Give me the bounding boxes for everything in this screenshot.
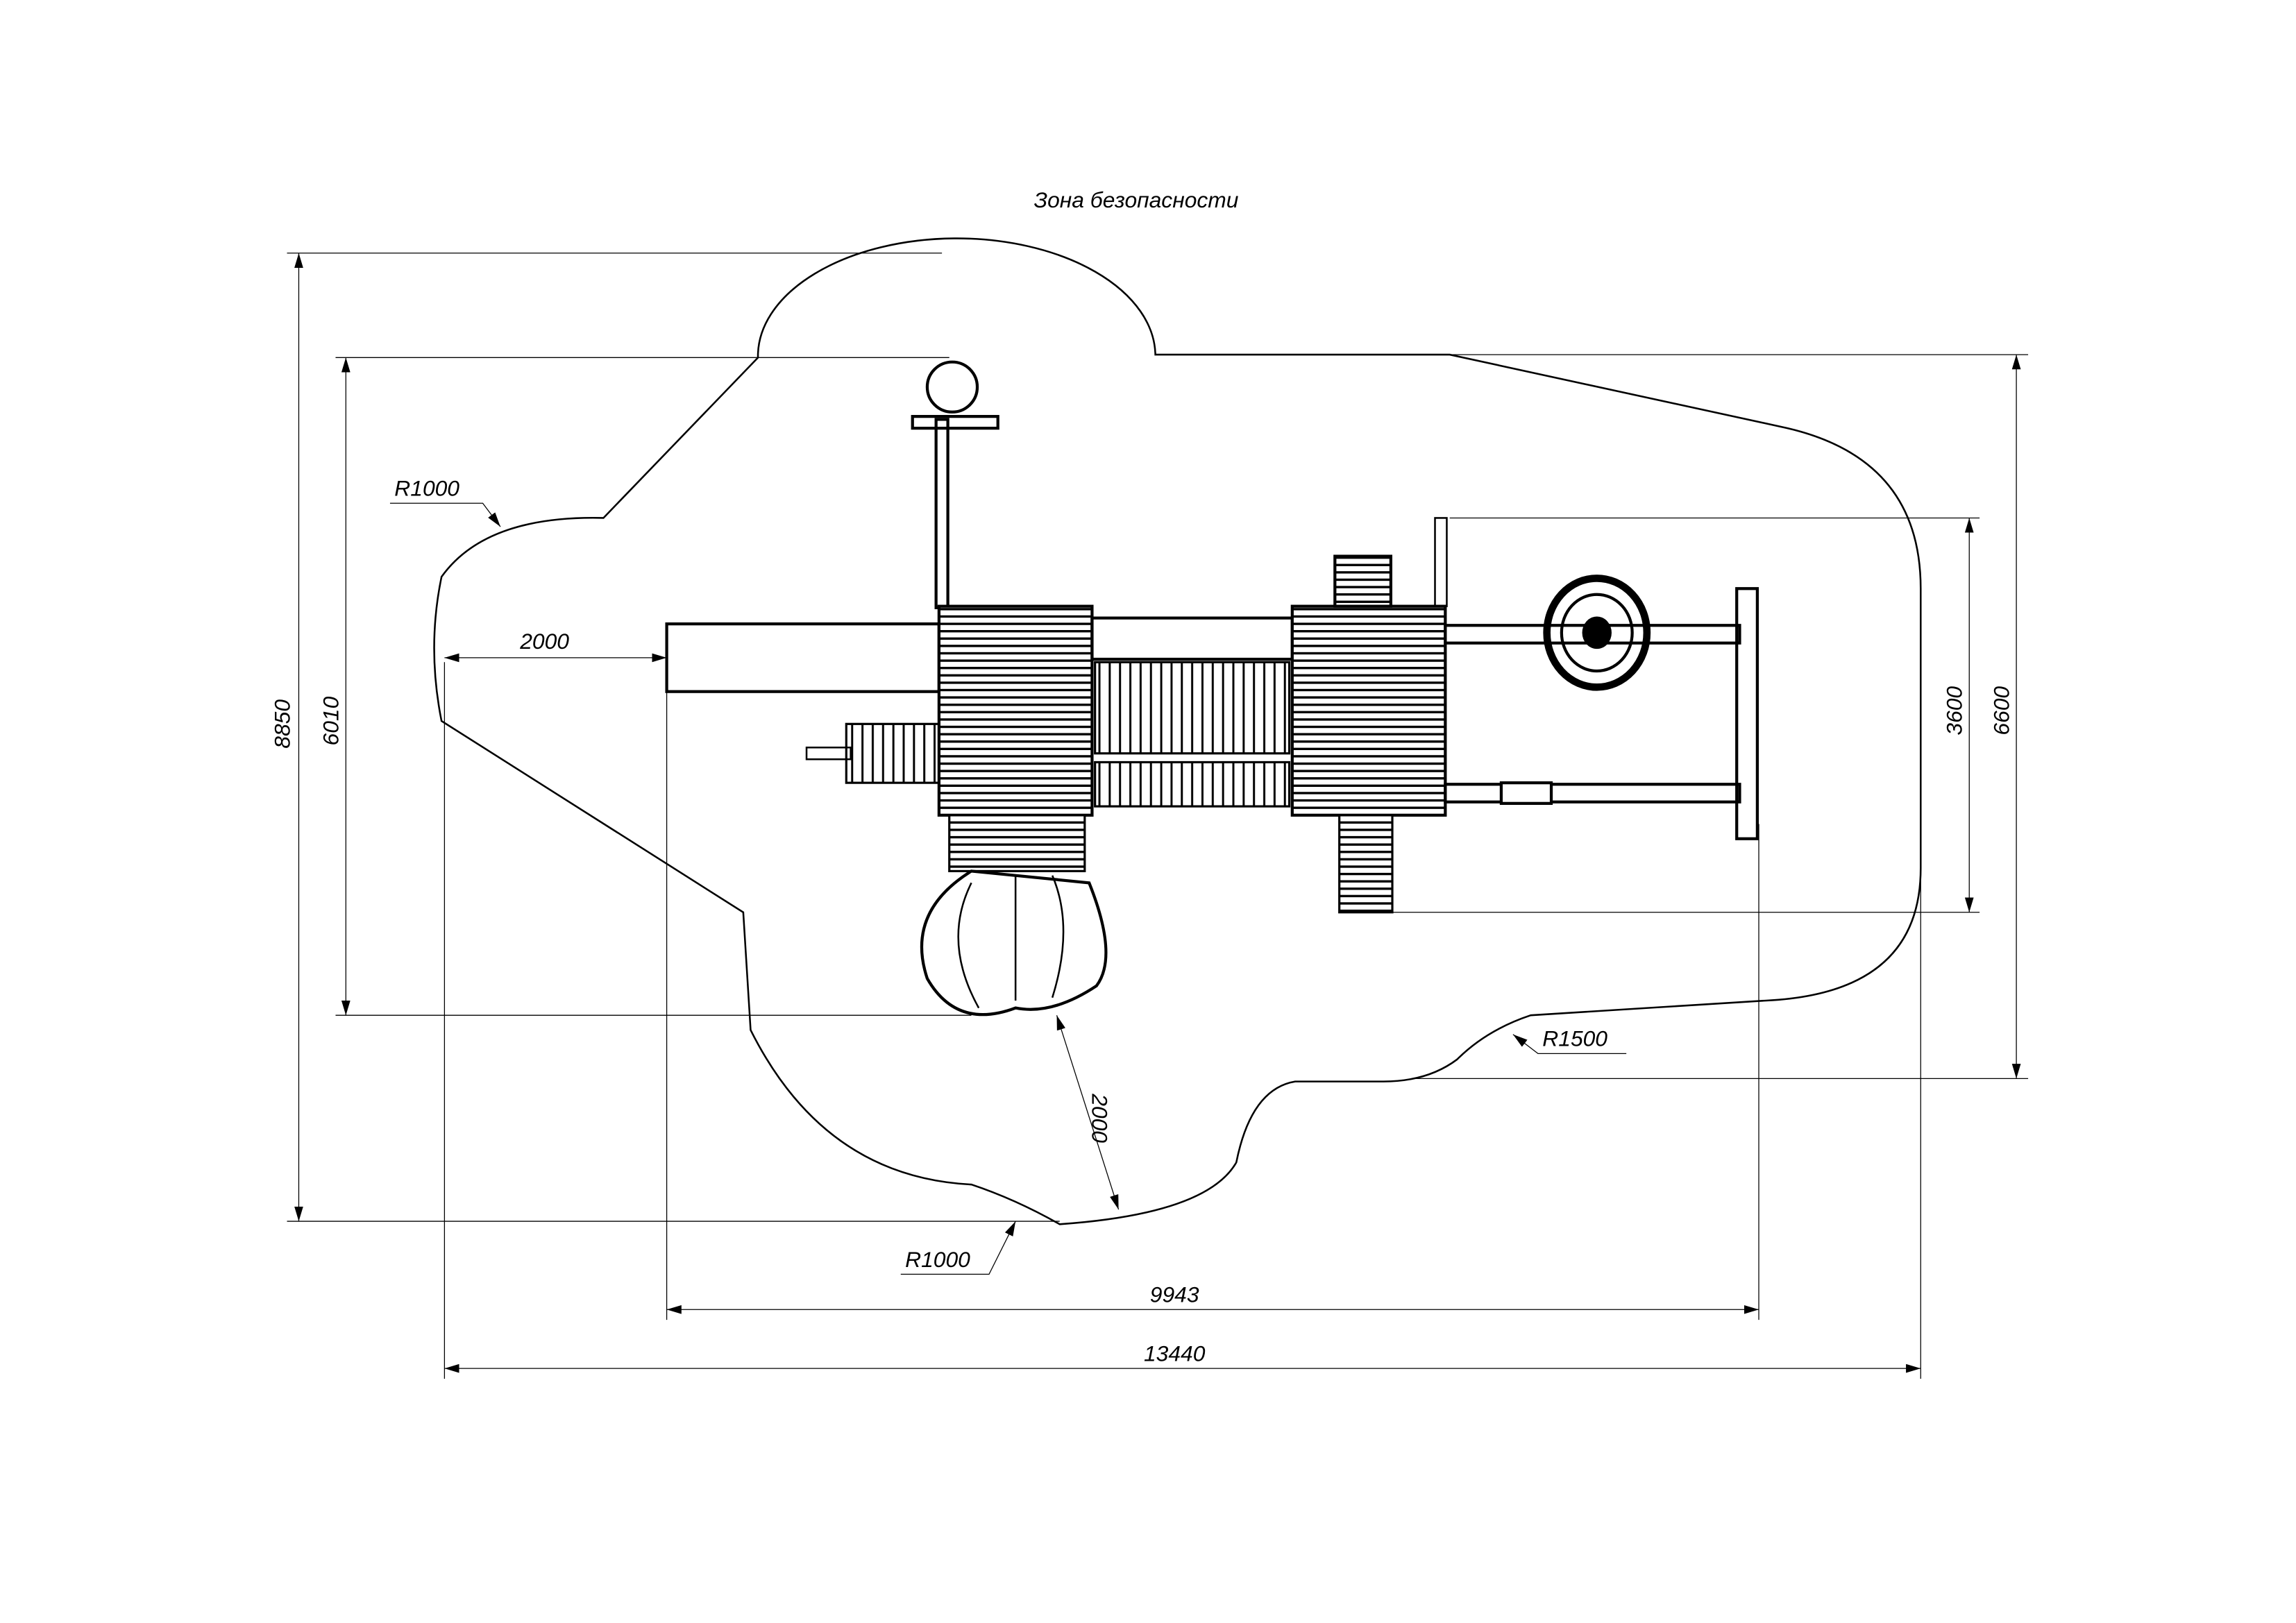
radius-label-top-left: R1000 — [394, 476, 459, 501]
tower-left-deck — [937, 604, 1094, 817]
dimension-right-inner: 3600 — [1942, 686, 1967, 736]
bridge-deck — [1094, 661, 1291, 755]
swing-beam-bottom — [1444, 783, 1741, 804]
drawing-title: Зона безопасности — [1034, 187, 1239, 212]
dimension-equipment-height: 6010 — [319, 696, 344, 745]
spiral-slide — [920, 869, 1108, 1017]
playground-equipment — [665, 360, 1759, 1017]
dimension-slide-clearance: 2000 — [1087, 1093, 1112, 1143]
straight-slide — [665, 622, 941, 693]
dimension-lines — [287, 253, 2029, 1379]
dimension-equipment-width: 9943 — [1150, 1282, 1199, 1307]
dimension-left-clearance: 2000 — [519, 629, 569, 654]
side-ladder — [845, 722, 940, 784]
tower-right-deck — [1290, 604, 1447, 817]
swing-seat — [1499, 781, 1553, 805]
slide-platform — [948, 814, 1086, 872]
climbing-wall — [1333, 554, 1393, 608]
swing-end-post — [1735, 587, 1759, 840]
radius-label-bottom: R1000 — [905, 1247, 970, 1272]
dimension-right-outer: 6600 — [1989, 686, 2014, 736]
bridge-roof — [1090, 616, 1294, 661]
ladder — [1338, 814, 1394, 914]
safety-zone-outline — [433, 237, 1922, 1225]
pole — [934, 418, 949, 609]
dimension-overall-height: 8850 — [270, 699, 295, 749]
nest-swing-icon — [1543, 575, 1651, 691]
dimension-overall-width: 13440 — [1144, 1341, 1206, 1366]
steering-wheel-icon — [925, 360, 979, 414]
radius-label-right: R1500 — [1542, 1026, 1607, 1051]
